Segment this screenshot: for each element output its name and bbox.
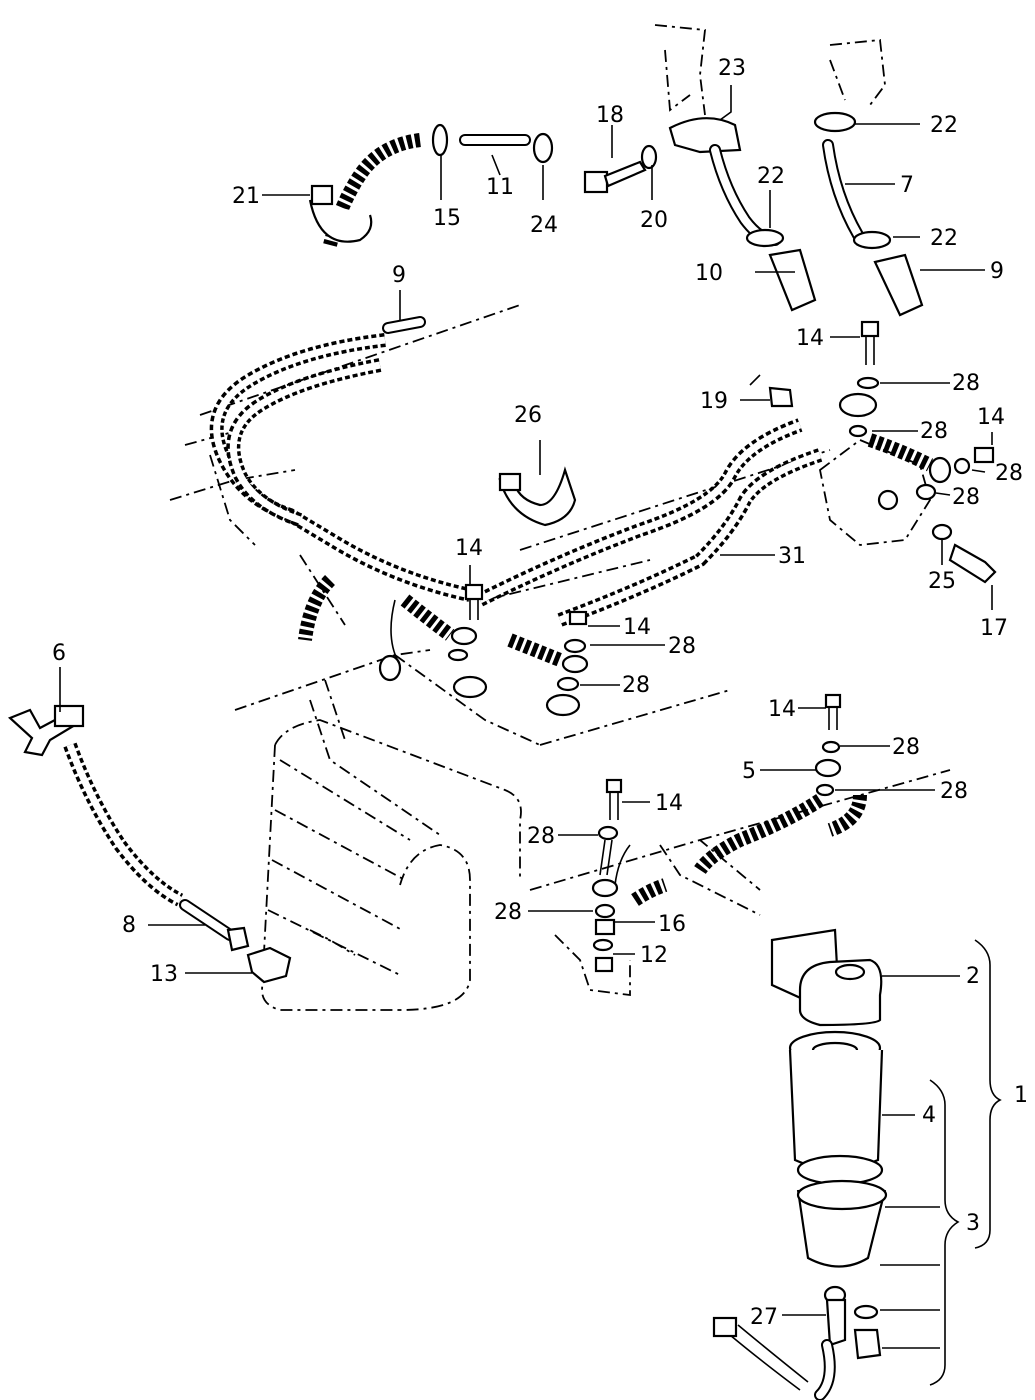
callout-14-lower-right: 14: [768, 697, 796, 722]
callout-5: 5: [742, 759, 756, 784]
fuel-filter-assembly: [712, 928, 888, 1400]
fuel-tank-outline: [261, 719, 522, 1011]
callout-15: 15: [433, 206, 461, 231]
callout-14-top-right: 14: [796, 326, 824, 351]
callout-4: 4: [922, 1103, 936, 1128]
callout-28-top-right: 28: [952, 371, 980, 396]
callout-16: 16: [658, 912, 686, 937]
banjo-fittings-centre: [378, 583, 589, 717]
callout-28-lower-centre-1: 28: [527, 824, 555, 849]
callout-19: 19: [700, 389, 728, 414]
hose-assembly-top-left: [308, 123, 554, 247]
callout-21: 21: [232, 184, 260, 209]
callout-14-lower-centre: 14: [655, 791, 683, 816]
callout-14-centre-right: 14: [623, 615, 651, 640]
callout-28-centre-2: 28: [622, 673, 650, 698]
callout-8: 8: [122, 913, 136, 938]
filter-head-block-upper: [768, 320, 997, 584]
lower-fittings: [554, 693, 867, 997]
callout-9-right: 9: [990, 259, 1004, 284]
bracket-assembly-23: [583, 24, 817, 312]
callout-7: 7: [900, 173, 914, 198]
callout-25: 25: [928, 569, 956, 594]
callout-28-centre-1: 28: [668, 634, 696, 659]
callout-17: 17: [980, 616, 1008, 641]
callout-10: 10: [695, 261, 723, 286]
fuel-line-bundle: [209, 316, 934, 667]
callout-9-top: 9: [392, 263, 406, 288]
callout-23: 23: [718, 56, 746, 81]
callout-18: 18: [596, 103, 624, 128]
callout-20: 20: [640, 208, 668, 233]
callout-28-right-3: 28: [952, 485, 980, 510]
callout-28-lower-right-1: 28: [892, 735, 920, 760]
callout-1: 1: [1014, 1083, 1028, 1108]
callout-12: 12: [640, 943, 668, 968]
callout-24: 24: [530, 213, 558, 238]
callout-28-lower-centre-2: 28: [494, 900, 522, 925]
callout-28-lower-right-2: 28: [940, 779, 968, 804]
callout-22-top: 22: [930, 113, 958, 138]
callout-11: 11: [486, 175, 514, 200]
callout-3: 3: [966, 1211, 980, 1236]
callout-28-right-2: 28: [995, 461, 1023, 486]
callout-31: 31: [778, 544, 806, 569]
left-line-assembly: [7, 704, 292, 984]
hose-assembly-7: [813, 39, 924, 317]
callout-27: 27: [750, 1305, 778, 1330]
callout-14-right: 14: [977, 405, 1005, 430]
callout-6: 6: [52, 641, 66, 666]
leader-lines: [59, 85, 1002, 1386]
callout-26: 26: [514, 403, 542, 428]
callout-13: 13: [150, 962, 178, 987]
callout-28-right-1: 28: [920, 419, 948, 444]
callout-labels: 1 2 3 4 5 6 7 8 9 9 10 11 12 13 14 14 14…: [52, 56, 1028, 1330]
callout-22-right: 22: [930, 226, 958, 251]
chassis-outline: [169, 304, 951, 916]
callout-2: 2: [966, 964, 980, 989]
callout-22-middle: 22: [757, 164, 785, 189]
callout-14-centre: 14: [455, 536, 483, 561]
